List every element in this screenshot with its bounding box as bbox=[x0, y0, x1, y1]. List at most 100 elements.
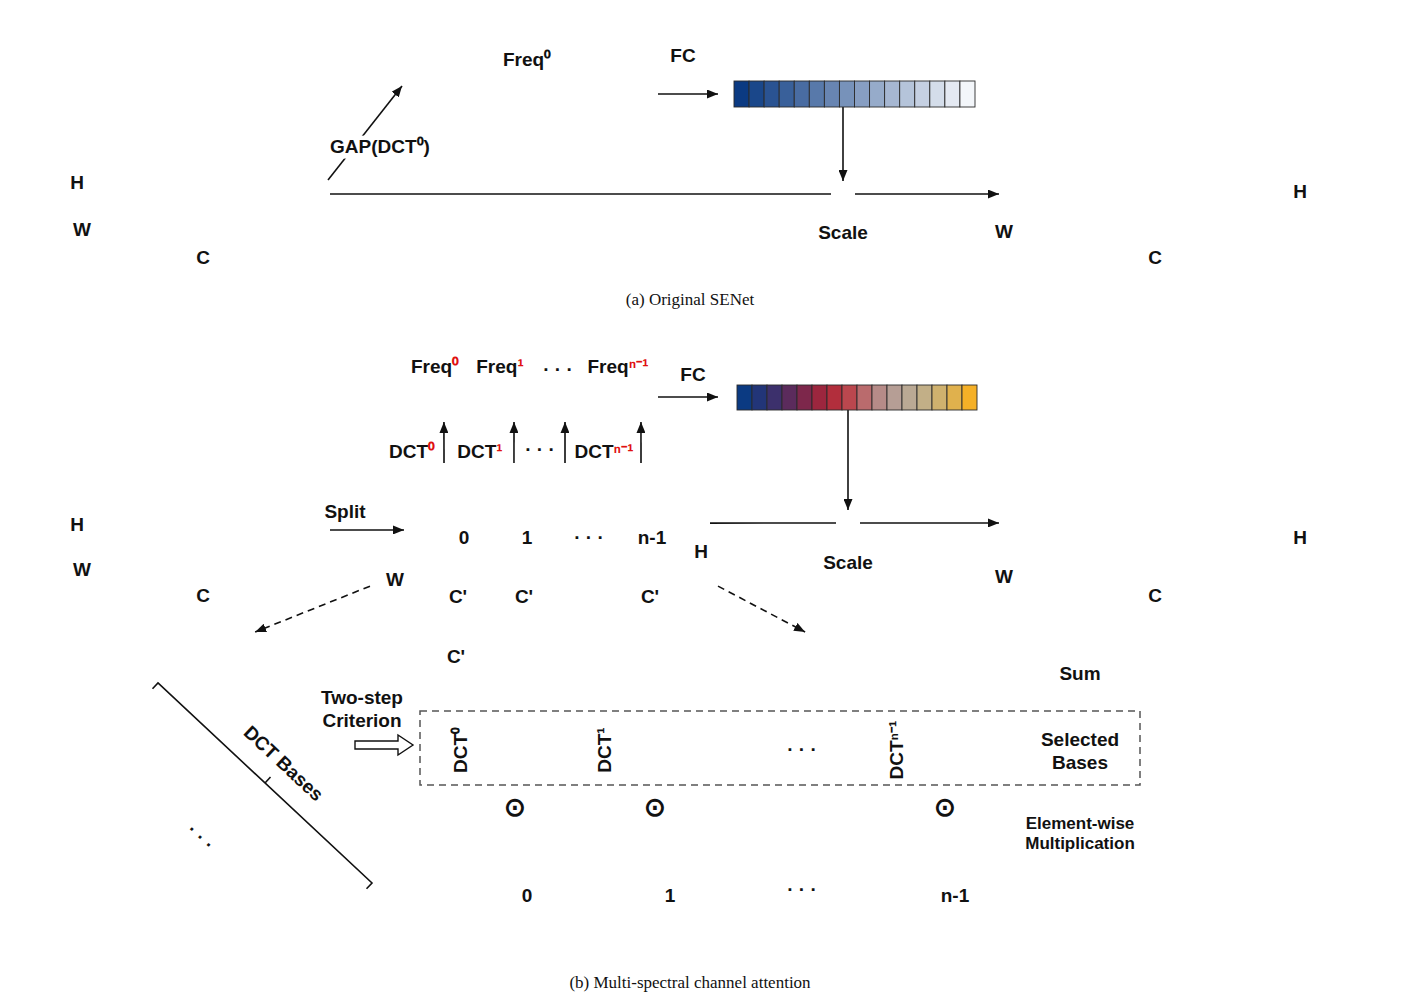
channel-slice bbox=[1232, 475, 1266, 577]
basis-cell bbox=[302, 848, 308, 854]
vector-cell bbox=[737, 385, 752, 410]
basis-cell bbox=[266, 872, 272, 878]
node-shape bbox=[472, 832, 557, 935]
cube-top bbox=[900, 832, 985, 857]
basis-cell bbox=[968, 765, 976, 773]
basis-cell bbox=[298, 908, 304, 914]
basis-cell bbox=[246, 824, 252, 830]
basis-cell bbox=[914, 726, 922, 734]
basis-cell bbox=[272, 878, 278, 884]
basis-cell bbox=[310, 914, 316, 920]
vector-cell bbox=[764, 81, 779, 107]
edge-label: Split bbox=[324, 501, 365, 524]
basis-cell bbox=[284, 848, 290, 854]
node-shape bbox=[85, 636, 1155, 952]
basis-stripe bbox=[624, 765, 686, 773]
basis-cell bbox=[284, 860, 290, 866]
basis-border bbox=[125, 716, 173, 764]
basis-square bbox=[244, 827, 292, 875]
connector bbox=[564, 422, 566, 463]
node-label: C bbox=[1148, 585, 1162, 608]
basis-stripe bbox=[121, 701, 133, 749]
channel-slice bbox=[1044, 475, 1078, 577]
basis-cell bbox=[270, 830, 276, 836]
frequency-column: DCT¹⊙1 bbox=[592, 640, 728, 946]
vector-cell bbox=[406, 385, 421, 410]
basis-cell bbox=[228, 836, 234, 842]
node-shape bbox=[406, 385, 646, 410]
basis-cell bbox=[284, 854, 290, 860]
node-label: ⊙ bbox=[644, 792, 666, 823]
connector bbox=[330, 529, 404, 531]
basis-stripe bbox=[181, 746, 205, 794]
vector-cell bbox=[500, 645, 515, 668]
basis-cell bbox=[260, 854, 266, 860]
shape-group bbox=[877, 640, 1011, 946]
basis-cell bbox=[945, 765, 953, 773]
basis-cell bbox=[278, 854, 284, 860]
column-ground bbox=[736, 640, 868, 946]
node-shape bbox=[90, 683, 362, 938]
cube-top bbox=[472, 832, 557, 857]
channel-slice bbox=[1096, 475, 1130, 577]
basis-square bbox=[93, 686, 141, 734]
vector-cell bbox=[556, 81, 571, 107]
superscript-run: ⁿ⁻¹ bbox=[629, 356, 649, 377]
basis-cell bbox=[258, 830, 264, 836]
shape-group bbox=[615, 832, 700, 935]
node-label: 0 bbox=[459, 527, 470, 550]
shape-group bbox=[371, 346, 717, 609]
vector-cell bbox=[797, 385, 812, 410]
vector-cell bbox=[601, 385, 616, 410]
basis-border bbox=[260, 842, 308, 890]
scale-operator: Scale bbox=[831, 182, 855, 206]
basis-cell bbox=[310, 872, 316, 878]
vector-cell bbox=[451, 385, 466, 410]
shape-group bbox=[93, 686, 356, 935]
vector-cell bbox=[932, 385, 947, 410]
node-shape bbox=[615, 832, 700, 935]
basis-cell bbox=[298, 914, 304, 920]
basis-square bbox=[276, 857, 324, 905]
vector-cell bbox=[556, 385, 571, 410]
text-run: Freq bbox=[587, 356, 628, 377]
basis-cell bbox=[272, 872, 278, 878]
basis-cell bbox=[334, 878, 340, 884]
vector-cell bbox=[839, 81, 854, 107]
node-label: W bbox=[73, 559, 91, 582]
frequency-column: C'DCT⁰⊙0 bbox=[444, 640, 577, 946]
basis-cell bbox=[310, 908, 316, 914]
basis-cell bbox=[246, 818, 252, 824]
channel-slice bbox=[1034, 475, 1068, 577]
cube-front bbox=[640, 857, 700, 935]
basis-cell bbox=[298, 872, 304, 878]
basis-cell bbox=[272, 842, 278, 848]
cube-front bbox=[497, 857, 557, 935]
node-label: W bbox=[995, 221, 1013, 244]
basis-cell bbox=[234, 836, 240, 842]
basis-cell bbox=[240, 824, 246, 830]
shape-group bbox=[900, 832, 985, 935]
basis-cell bbox=[258, 836, 264, 842]
basis-cell bbox=[961, 757, 969, 765]
vector-cell bbox=[631, 385, 646, 410]
basis-border bbox=[292, 872, 340, 920]
basis-cell bbox=[258, 848, 264, 854]
vector-cell bbox=[788, 645, 803, 668]
scale-operator: Scale bbox=[836, 511, 860, 535]
basis-cell bbox=[961, 734, 969, 742]
vector-cell bbox=[960, 645, 975, 668]
basis-cell bbox=[961, 726, 969, 734]
attention-vector bbox=[737, 385, 977, 410]
vector-cell bbox=[752, 385, 767, 410]
vector-cell bbox=[496, 81, 511, 107]
vector-cell bbox=[842, 385, 857, 410]
basis-cell bbox=[260, 872, 266, 878]
basis-cell bbox=[334, 872, 340, 878]
channel-slice bbox=[1242, 131, 1276, 233]
basis-cell bbox=[930, 757, 938, 765]
node-label: C bbox=[1148, 247, 1162, 270]
basis-cell bbox=[290, 848, 296, 854]
cube-side bbox=[92, 475, 117, 577]
